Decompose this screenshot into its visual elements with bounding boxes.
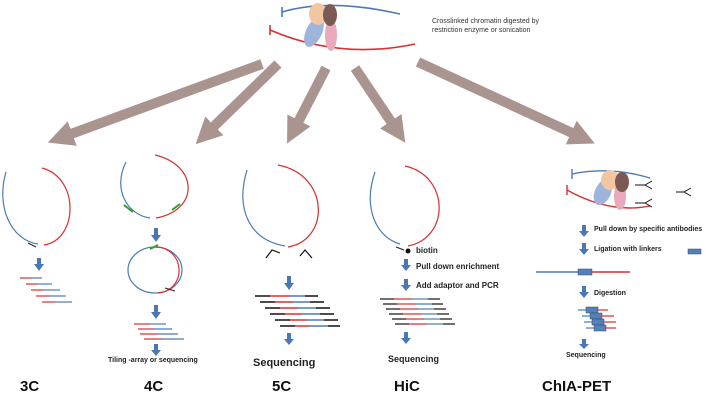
- 5c-fragments: [255, 295, 340, 327]
- arrow-to-4c: [195, 60, 282, 145]
- method-label-5c: 5C: [272, 378, 292, 395]
- arrow-to-5c: [287, 65, 331, 144]
- hic-step-pulldown: Pull down enrichment: [416, 262, 500, 271]
- chiapet-workflow: [536, 169, 702, 349]
- crosslinked-chromatin-icon: [269, 3, 416, 51]
- method-label-3c: 3C: [20, 378, 40, 395]
- chiapet-step-pulldown: Pull down by specific antibodies: [594, 226, 703, 233]
- header-caption: Crosslinked chromatin digested by restri…: [432, 18, 539, 34]
- chiapet-fragments: [578, 306, 616, 332]
- chiapet-step-ligation: Ligation with linkers: [594, 246, 662, 253]
- antibody-icon: [635, 180, 692, 208]
- 5c-result-label: Sequencing: [253, 357, 316, 369]
- hic-result-label: Sequencing: [388, 354, 440, 364]
- hic-fragments: [380, 298, 455, 325]
- arrow-to-chiapet: [415, 57, 595, 145]
- method-label-hic: HiC: [394, 378, 420, 395]
- chiapet-step-digestion: Digestion: [594, 290, 626, 297]
- arrow-to-hic: [350, 65, 406, 143]
- arrow-to-3c: [47, 59, 264, 146]
- method-label-chiapet: ChIA-PET: [542, 378, 612, 395]
- chiapet-result-label: Sequencing: [566, 352, 606, 359]
- flow-arrows: [47, 57, 595, 146]
- 4c-fragments: [134, 323, 184, 340]
- biotin-dot: [405, 248, 411, 254]
- hic-step-biotin: biotin: [416, 246, 438, 255]
- hic-step-adaptor: Add adaptor and PCR: [416, 281, 499, 290]
- 5c-workflow: [242, 164, 340, 345]
- 3c-workflow: [2, 167, 72, 303]
- hic-workflow: [369, 165, 455, 344]
- 3c-fragments: [20, 277, 72, 303]
- method-label-4c: 4C: [144, 378, 164, 395]
- 4c-result-label: Tiling -array or sequencing: [108, 357, 198, 364]
- linker-icon: [687, 248, 702, 255]
- 4c-workflow: [120, 154, 189, 356]
